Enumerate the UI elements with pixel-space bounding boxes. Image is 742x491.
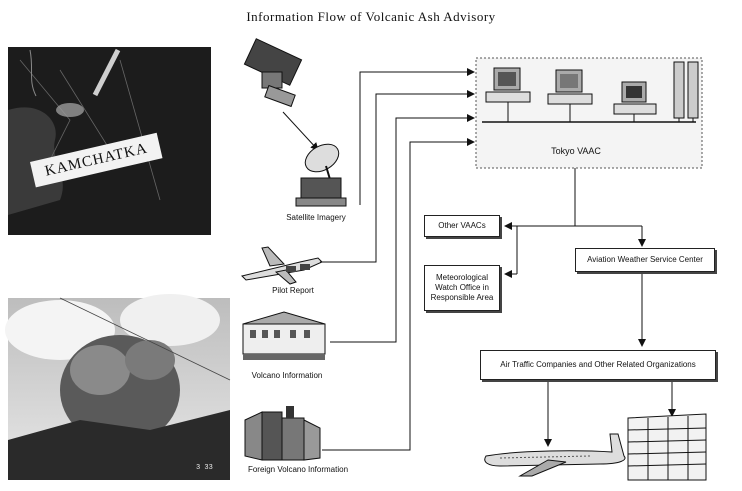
satellite-icon bbox=[243, 38, 303, 108]
mwo-box: Meteorological Watch Office in Responsib… bbox=[424, 265, 500, 311]
tokyo-vaac-box bbox=[475, 57, 703, 169]
office-building-icon bbox=[627, 413, 707, 481]
mwo-label-line2: Watch Office in bbox=[435, 283, 489, 292]
volcano-observatory-icon bbox=[242, 311, 326, 360]
other-vaacs-label: Other VAACs bbox=[438, 221, 486, 230]
other-vaacs-box: Other VAACs bbox=[424, 215, 500, 237]
foreign-volcano-information-label: Foreign Volcano Information bbox=[247, 465, 349, 474]
ground-antenna-icon bbox=[295, 143, 347, 207]
pilot-report-label: Pilot Report bbox=[272, 286, 314, 295]
satellite-photo bbox=[8, 47, 211, 235]
volcano-information-label: Volcano Information bbox=[251, 371, 323, 380]
diagram-title: Information Flow of Volcanic Ash Advisor… bbox=[246, 9, 496, 24]
tokyo-vaac-label: Tokyo VAAC bbox=[551, 146, 601, 156]
air-traffic-box: Air Traffic Companies and Other Related … bbox=[480, 350, 716, 380]
air-traffic-label: Air Traffic Companies and Other Related … bbox=[500, 360, 696, 369]
awsc-box: Aviation Weather Service Center bbox=[575, 248, 715, 272]
mwo-label-line3: Responsible Area bbox=[430, 293, 494, 302]
eruption-photo bbox=[5, 294, 231, 480]
airplane-icon bbox=[241, 246, 323, 285]
satellite-imagery-label: Satellite Imagery bbox=[286, 213, 346, 222]
mwo-label-line1: Meteorological bbox=[435, 273, 489, 282]
awsc-label: Aviation Weather Service Center bbox=[587, 255, 703, 264]
jet-airplane-icon bbox=[484, 433, 626, 477]
photo-stamp: 3 33 bbox=[196, 464, 213, 472]
foreign-building-icon bbox=[244, 406, 321, 461]
